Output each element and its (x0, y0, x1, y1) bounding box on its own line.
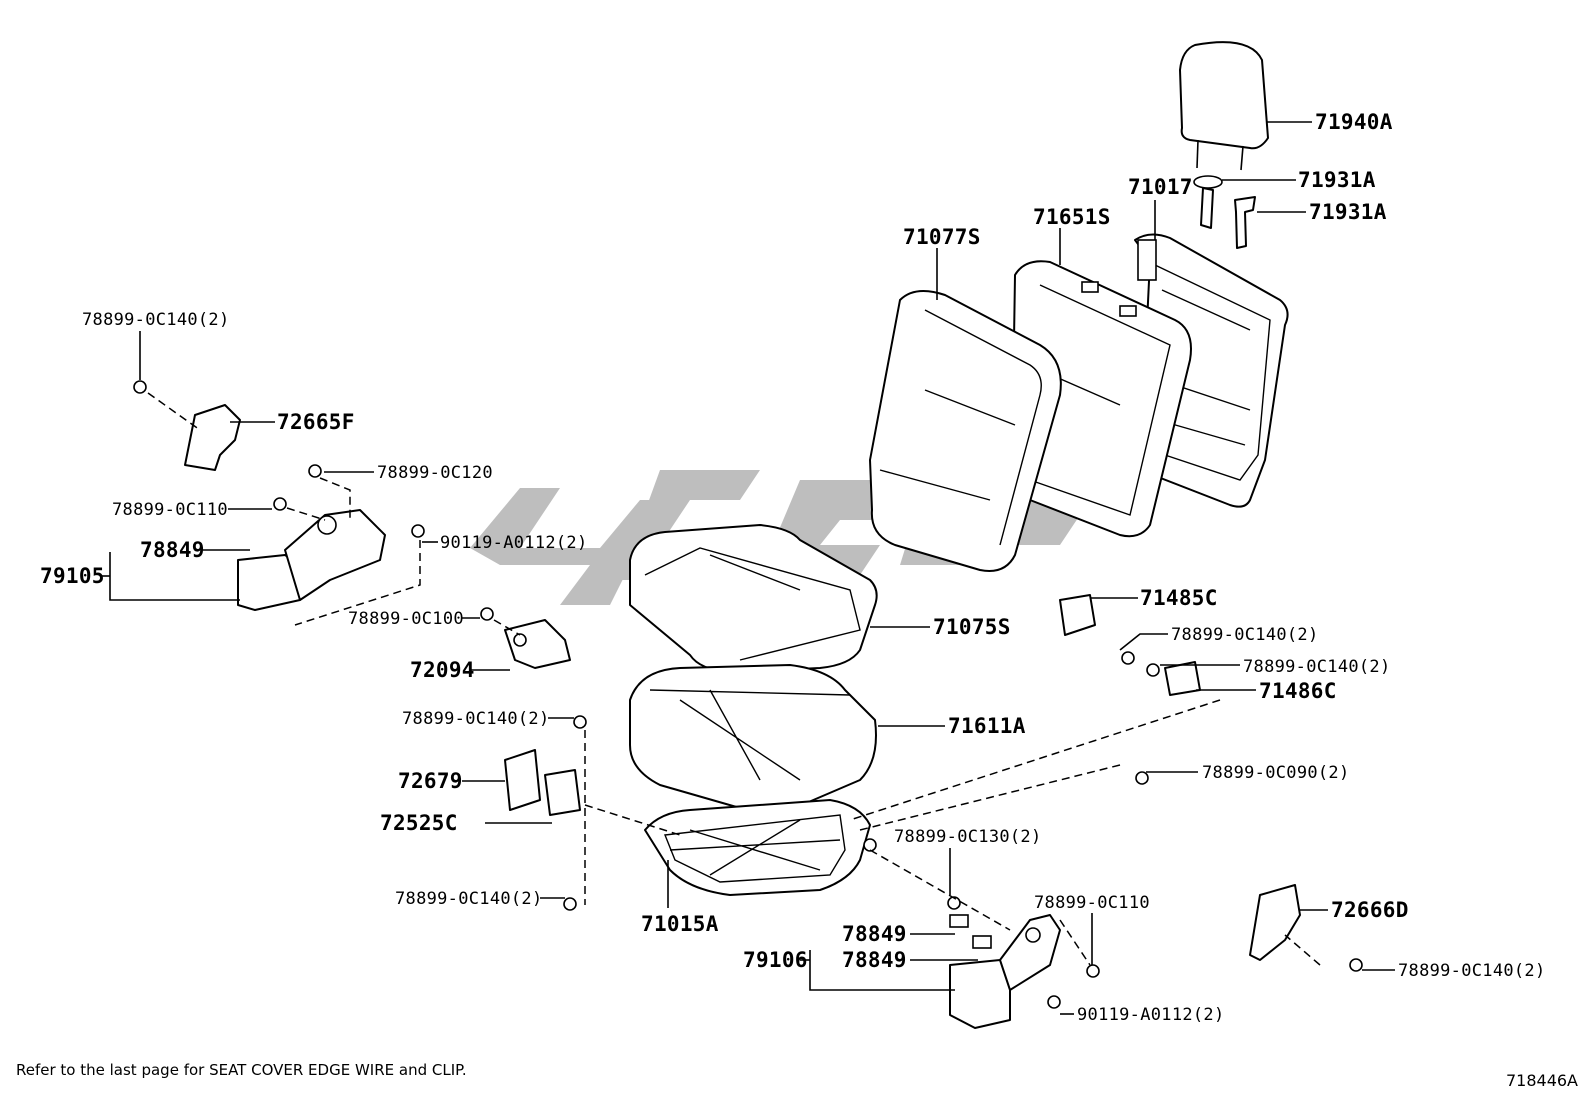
left-hinge-79105 (237, 509, 386, 611)
callout-71015A: 71015A (641, 912, 719, 936)
callout-90119-A0112: 90119-A0112(2) (440, 533, 588, 553)
assembly-lines (147, 392, 1321, 966)
callout-71931A: 71931A (1298, 168, 1376, 192)
callout-78899-0C140: 78899-0C140(2) (1171, 625, 1319, 645)
right-hinge-79106 (949, 914, 1061, 1029)
callout-71017: 71017 (1128, 175, 1193, 199)
callout-78899-0C120: 78899-0C120 (377, 463, 493, 483)
headrest (1179, 41, 1269, 171)
callout-78899-0C140: 78899-0C140(2) (402, 709, 550, 729)
right-cover-72666D (1249, 884, 1301, 961)
callout-labels: 71940A 71931A 71931A 71017 71651S 71077S… (40, 110, 1546, 1025)
bracket-71486C (1164, 661, 1201, 696)
callout-71940A: 71940A (1315, 110, 1393, 134)
callout-78899-0C110: 78899-0C110 (112, 500, 228, 520)
seatback-frame (1134, 233, 1289, 508)
callout-79106: 79106 (743, 948, 808, 972)
seat-cushion-cover (629, 524, 878, 673)
callout-71651S: 71651S (1033, 205, 1111, 229)
seatback-cover (869, 290, 1062, 572)
callout-72679: 72679 (398, 769, 463, 793)
callout-71486C: 71486C (1259, 679, 1337, 703)
bolt-icons (133, 380, 1363, 1009)
bracket-72094 (504, 619, 571, 669)
callout-72665F: 72665F (277, 410, 355, 434)
bracket-71485C (1059, 594, 1096, 636)
footnote: Refer to the last page for SEAT COVER ED… (16, 1061, 467, 1079)
bracket-72525C (544, 769, 581, 816)
callout-71611A: 71611A (948, 714, 1026, 738)
callout-71931A: 71931A (1309, 200, 1387, 224)
seat-cushion-frame (644, 799, 871, 896)
callout-78899-0C140: 78899-0C140(2) (1398, 961, 1546, 981)
callout-78899-0C130: 78899-0C130(2) (894, 827, 1042, 847)
callout-78849: 78849 (140, 538, 205, 562)
illustration-id: 718446A (1505, 1071, 1578, 1090)
callout-78849: 78849 (842, 922, 907, 946)
cover-72679 (504, 749, 541, 811)
callout-79105: 79105 (40, 564, 105, 588)
callout-90119-A0112: 90119-A0112(2) (1077, 1005, 1225, 1025)
left-cover-72665F (184, 404, 241, 471)
callout-71077S: 71077S (903, 225, 981, 249)
callout-78899-0C090: 78899-0C090(2) (1202, 763, 1350, 783)
callout-78899-0C140: 78899-0C140(2) (395, 889, 543, 909)
callout-78899-0C140: 78899-0C140(2) (82, 310, 230, 330)
headrest-guide (1193, 175, 1256, 249)
callout-78899-0C110: 78899-0C110 (1034, 893, 1150, 913)
callout-71485C: 71485C (1140, 586, 1218, 610)
callout-78849: 78849 (842, 948, 907, 972)
callout-72525C: 72525C (380, 811, 458, 835)
callout-78899-0C100: 78899-0C100 (348, 609, 464, 629)
seat-cushion-pad (629, 664, 877, 814)
callout-72094: 72094 (410, 658, 475, 682)
leader-lines (100, 121, 1395, 1015)
callout-72666D: 72666D (1331, 898, 1409, 922)
callout-71075S: 71075S (933, 615, 1011, 639)
callout-78899-0C140: 78899-0C140(2) (1243, 657, 1391, 677)
